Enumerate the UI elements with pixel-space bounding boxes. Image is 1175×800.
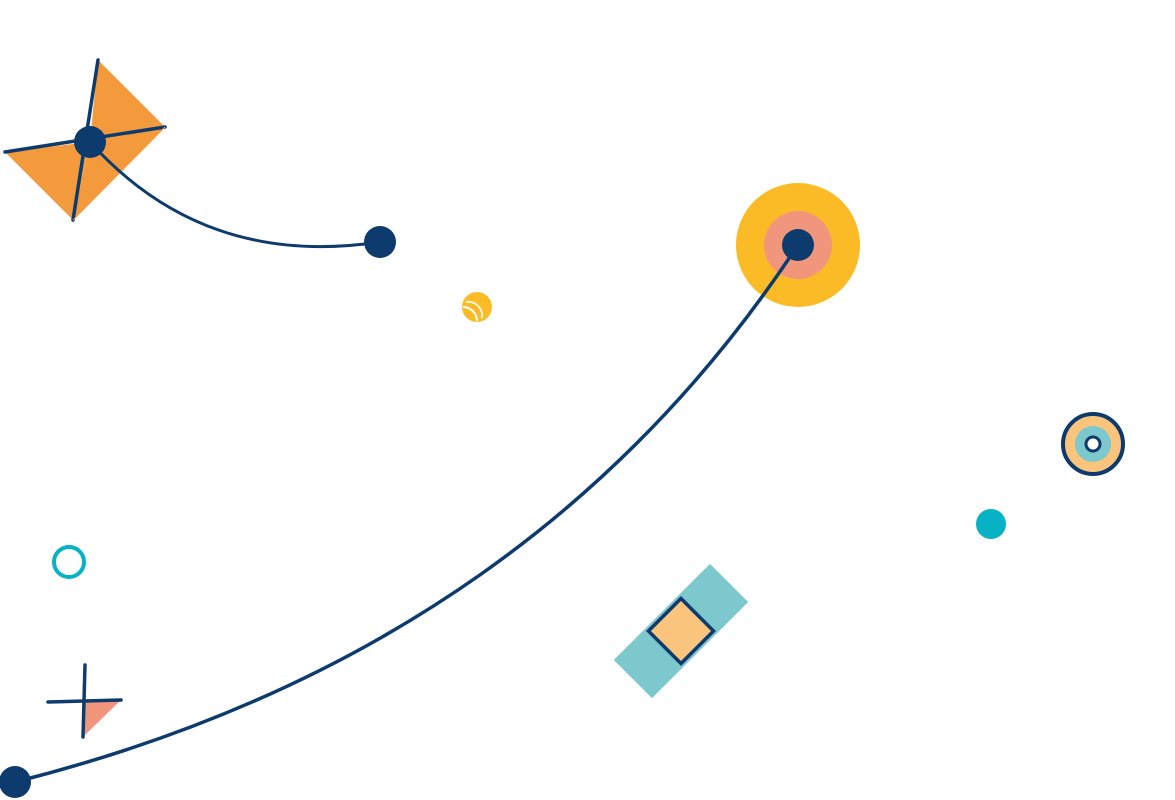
long-curve (14, 244, 800, 784)
cyan-dot (976, 509, 1006, 539)
teal-ring (52, 545, 86, 579)
curve-start-dot (0, 766, 31, 798)
kite-hub-dot (74, 126, 106, 158)
cross-mark (46, 663, 123, 739)
yellow-dot (462, 292, 492, 322)
kite-left-panel (5, 142, 90, 220)
string-end-dot (364, 226, 396, 258)
kite-edge (72, 126, 166, 221)
bandage-shape (613, 563, 749, 699)
salmon-triangle (85, 701, 120, 735)
kite-right-panel (90, 60, 165, 142)
target-ring-small (1061, 412, 1125, 476)
target-center-dot (782, 229, 814, 261)
kite-string (88, 140, 381, 249)
